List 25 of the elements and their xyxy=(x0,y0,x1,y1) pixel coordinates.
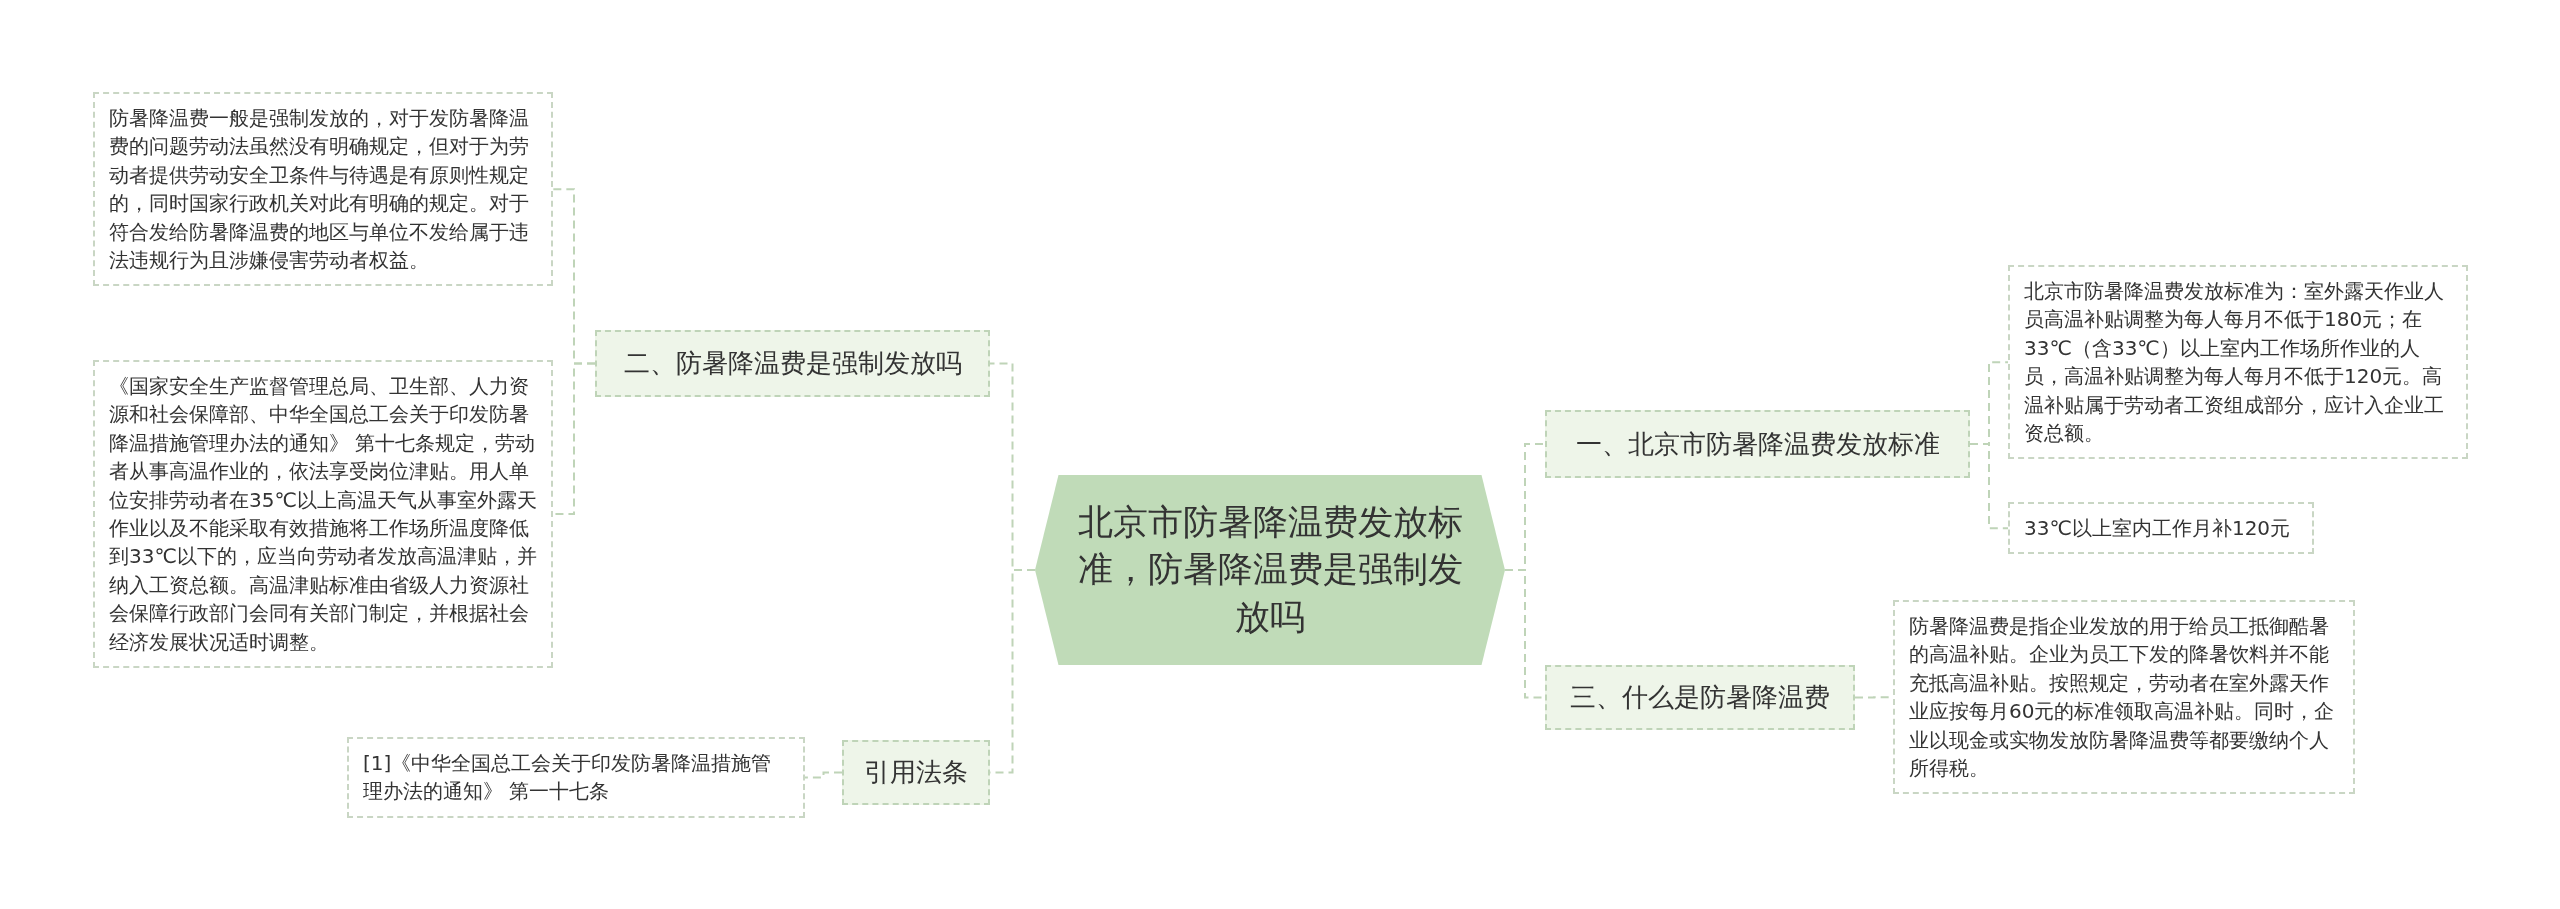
note-text: 《国家安全生产监督管理总局、卫生部、人力资源和社会保障部、中华全国总工会关于印发防暑降温措施管理办法的通知》 第十七条规定，劳动者从事高温作业的，依法享受岗位津贴。用人单位安排劳动者在35℃以上高温天气从事室外露天作业以及不能采取有效措施将工作场所温度降低到33℃以下的，应当向劳动者发放高温津贴，并纳入工资总额。高温津贴标准由省级人力资源社会保障行政部门会同有关部门制定，并根据社会经济发展状况适时调整。 xyxy=(109,374,537,654)
topic-label: 三、什么是防暑降温费 xyxy=(1570,681,1830,714)
note-text: 防暑降温费是指企业发放的用于给员工抵御酷暑的高温补贴。企业为员工下发的降暑饮料并不能充抵高温补贴。按照规定，劳动者在室外露天作业应按每月60元的标准领取高温补贴。同时，企业以现金或实物发放防暑降温费等都要缴纳个人所得税。 xyxy=(1909,614,2335,780)
topic-box xyxy=(1545,410,1970,478)
note-text: [1]《中华全国总工会关于印发防暑降温措施管理办法的通知》 第一十七条 xyxy=(363,751,772,804)
note-text: 33℃以上室内工作月补120元 xyxy=(2024,516,2291,540)
note-box xyxy=(93,360,553,668)
central-topic-hexagon xyxy=(1035,475,1505,665)
topic-box xyxy=(595,330,990,397)
topic-box xyxy=(842,740,990,805)
note-text: 防暑降温费一般是强制发放的，对于发防暑降温费的问题劳动法虽然没有明确规定，但对于为劳动者提供劳动安全卫条件与待遇是有原则性规定的，同时国家行政机关对此有明确的规定。对于符合发给防暑降温费的地区与单位不发给属于违法违规行为且涉嫌侵害劳动者权益。 xyxy=(109,106,529,272)
note-box xyxy=(2008,265,2468,460)
topic-label: 二、防暑降温费是强制发放吗 xyxy=(623,347,962,380)
topic-text: 北京市防暑降温费发放标准，防暑降温费是强制发放吗 xyxy=(1076,501,1464,639)
note-box xyxy=(93,92,553,287)
topic-label: 引用法条 xyxy=(864,756,968,789)
note-box xyxy=(2008,502,2314,555)
note-box xyxy=(1893,600,2355,795)
note-text: 北京市防暑降温费发放标准为：室外露天作业人员高温补贴调整为每人每月不低于180元；在33℃（含33℃）以上室内工作场所作业的人员，高温补贴调整为每人每月不低于120元。高温补贴属于劳动者工资组成部分，应计入企业工资总额。 xyxy=(2024,279,2444,445)
connector-line xyxy=(552,362,596,515)
connector-line xyxy=(804,771,843,779)
topic-box xyxy=(1545,665,1855,730)
connector-line xyxy=(1969,443,2009,530)
note-box xyxy=(347,737,805,818)
topic-label: 一、北京市防暑降温费发放标准 xyxy=(1575,427,1940,461)
